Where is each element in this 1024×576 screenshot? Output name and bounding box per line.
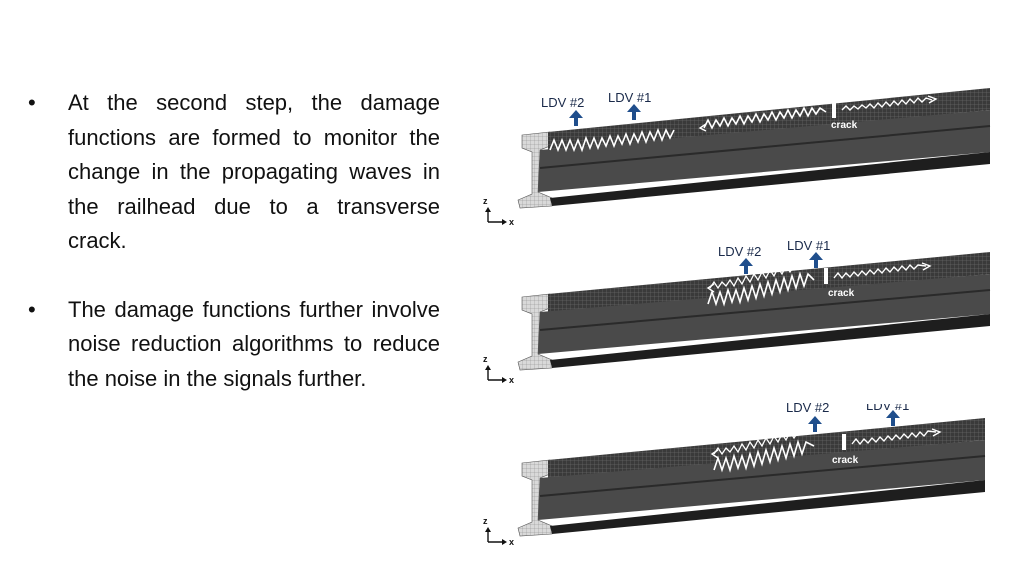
crack-label: crack (832, 455, 859, 466)
wave-signal (709, 264, 801, 290)
bullet-text: At the second step, the damage functions… (68, 90, 440, 253)
axis-triad: z x (483, 516, 514, 547)
crack-label: crack (828, 288, 855, 299)
arrow-up-icon (569, 110, 583, 126)
rail-web (538, 274, 990, 354)
rail-base (550, 314, 990, 368)
axis-z-label: z (483, 354, 488, 364)
wave-signal (713, 439, 815, 473)
crack-label: crack (831, 120, 858, 131)
rail-base (550, 152, 990, 206)
bullet-list: • At the second step, the damage functio… (28, 86, 440, 430)
ldv-1-label: LDV #1 (787, 238, 830, 253)
arrow-up-icon (627, 104, 641, 120)
crack-marker (832, 102, 836, 118)
axis-triad: z x (483, 196, 514, 227)
bullet-item: • The damage functions further involve n… (28, 293, 440, 397)
crack-marker (842, 434, 846, 450)
rail-figures-svg: crack LDV #2 LDV #1 z x (483, 88, 991, 547)
rail-figure-1: crack LDV #2 LDV #1 z x (483, 88, 991, 227)
bullet-marker: • (28, 296, 36, 322)
wave-signal (707, 271, 815, 307)
axis-z-label: z (483, 516, 488, 526)
wave-signal (713, 430, 805, 456)
ldv-2-label: LDV #2 (541, 95, 584, 110)
rail-figures: crack LDV #2 LDV #1 z x (470, 80, 1000, 560)
axis-triad: z x (483, 354, 514, 385)
rail-base (550, 480, 985, 534)
rail-web (538, 440, 985, 520)
bullet-text: The damage functions further involve noi… (68, 296, 440, 391)
bullet-marker: • (28, 90, 36, 115)
wave-signal (841, 96, 933, 111)
rail-figure-2: crack LDV #2 LDV #1 z x (483, 238, 991, 385)
bullet-item: • At the second step, the damage functio… (28, 86, 440, 259)
axis-x-label: x (509, 375, 514, 385)
ldv-2-label: LDV #2 (718, 244, 761, 259)
ldv-2-label: LDV #2 (786, 400, 829, 415)
arrow-up-icon (809, 252, 823, 268)
arrow-up-icon (808, 416, 822, 432)
crack-marker (824, 268, 828, 284)
ldv-1-label: LDV #1 (608, 90, 651, 105)
axis-x-label: x (509, 217, 514, 227)
axis-z-label: z (483, 196, 488, 206)
rail-web (538, 110, 990, 192)
wave-signal (549, 127, 675, 153)
wave-signal (703, 106, 827, 130)
wave-signal (851, 430, 937, 446)
arrow-up-icon (739, 258, 753, 274)
axis-x-label: x (509, 537, 514, 547)
rail-figure-3: crack LDV #2 LDV #1 z x (483, 398, 986, 547)
wave-signal (833, 263, 927, 280)
ldv-1-label: LDV #1 (866, 398, 909, 413)
arrow-up-icon (886, 410, 900, 426)
